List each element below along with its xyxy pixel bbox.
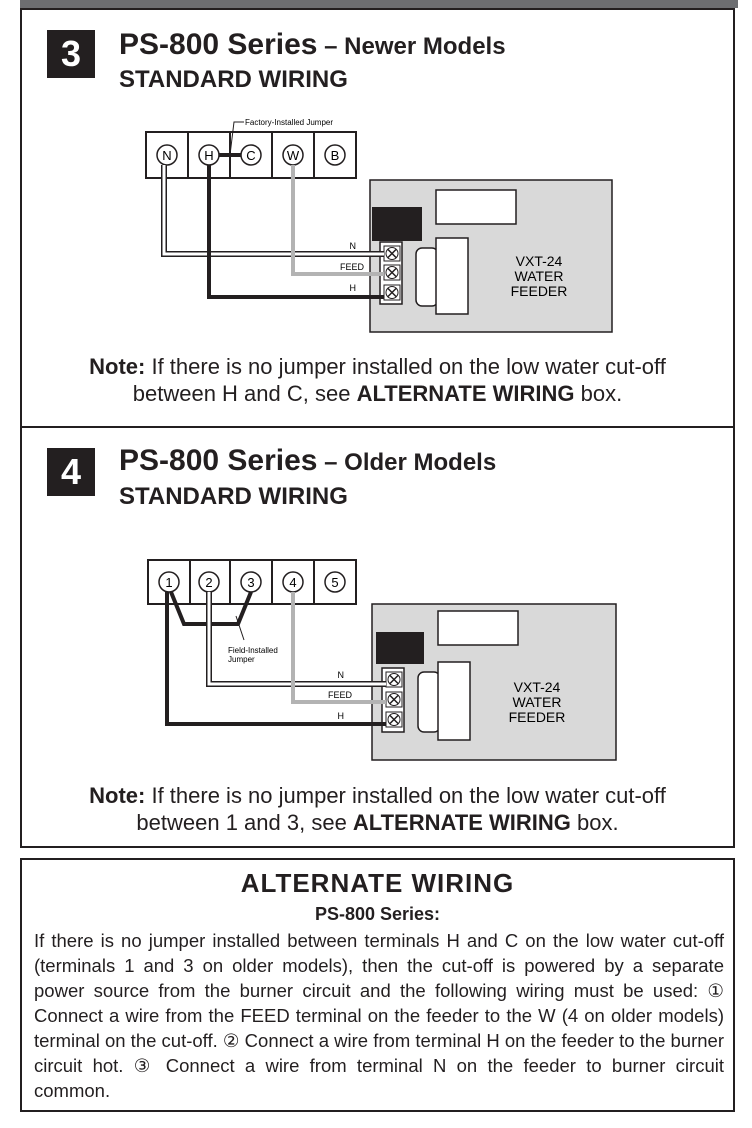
title-dash: – [317, 449, 345, 476]
transformer-core [437, 661, 471, 741]
feeder-label-plate [435, 189, 517, 225]
jumper-label-line2: Jumper [228, 655, 255, 664]
series-name: PS-800 Series [119, 28, 318, 61]
feeder-screw-FEED [383, 264, 401, 281]
model-name: Older Models [344, 449, 497, 476]
feeder-block [372, 207, 422, 241]
wire-N [206, 592, 386, 687]
note-label: Note: [89, 354, 146, 379]
section-title: PS-800 Series – Newer Models [119, 28, 506, 62]
wire-label-H: H [338, 711, 345, 721]
feeder-name-line1: VXT-24 [514, 679, 561, 695]
terminal-B: B [324, 144, 346, 166]
wire-label-H: H [350, 283, 357, 293]
note-line1: If there is no jumper installed on the l… [145, 783, 666, 808]
alternate-subtitle: PS-800 Series: [314, 904, 441, 924]
feeder-screw-FEED [385, 691, 403, 708]
wire-label-N: N [350, 241, 357, 251]
jumper-label: Factory-Installed Jumper [245, 118, 333, 127]
svg-text:4: 4 [289, 575, 296, 590]
title-dash: – [317, 33, 345, 60]
note-link: ALTERNATE WIRING [352, 810, 571, 835]
feeder-screw-H [385, 711, 403, 728]
feeder-name-line2: WATER [513, 694, 562, 710]
terminal-H: H [198, 144, 220, 166]
wire-label-N: N [338, 670, 345, 680]
feeder-label-plate [437, 610, 519, 646]
series-name: PS-800 Series [119, 444, 318, 477]
wiring-diagram-newer: N H C W B Factory-Installed Jumper VXT-2… [145, 118, 613, 333]
feeder-screw-H [383, 284, 401, 301]
section-4-box: 4 PS-800 Series – Older Models STANDARD … [20, 426, 735, 848]
terminal-3: 3 [240, 571, 262, 593]
feeder-name-line3: FEEDER [511, 283, 568, 299]
note-line1: If there is no jumper installed on the l… [145, 354, 666, 379]
svg-text:2: 2 [205, 575, 212, 590]
wire-label-FEED: FEED [340, 262, 365, 272]
feeder-screw-N [385, 671, 403, 688]
wire-1 [165, 592, 386, 726]
feeder-block [376, 632, 424, 664]
terminal-1: 1 [158, 571, 180, 593]
wire-feed [291, 165, 384, 276]
note-line2: between H and C, see [132, 381, 357, 406]
svg-text:C: C [246, 148, 255, 163]
section-3-box: 3 PS-800 Series – Newer Models STANDARD … [20, 8, 735, 428]
transformer-core [435, 237, 469, 315]
terminal-C: C [240, 144, 262, 166]
transformer-coil [415, 247, 439, 307]
alternate-title: ALTERNATE WIRING [240, 868, 515, 898]
transformer-coil [417, 671, 441, 733]
terminal-5: 5 [324, 571, 346, 593]
section-title: PS-800 Series – Older Models [119, 444, 496, 478]
svg-text:1: 1 [165, 575, 172, 590]
section-subtitle: STANDARD WIRING [119, 483, 348, 510]
svg-text:B: B [331, 148, 340, 163]
note-section-3: Note: If there is no jumper installed on… [22, 353, 733, 407]
wire-H [207, 165, 384, 299]
wire-label-FEED: FEED [328, 690, 353, 700]
alternate-body: If there is no jumper installed between … [34, 930, 724, 1101]
feeder-name-line3: FEEDER [509, 709, 566, 725]
note-label: Note: [89, 783, 146, 808]
svg-text:N: N [162, 148, 171, 163]
alternate-wiring-box: ALTERNATE WIRING PS-800 Series: If there… [20, 858, 735, 1112]
top-rule [20, 0, 738, 8]
svg-text:W: W [287, 148, 300, 163]
feeder-screw-N [383, 245, 401, 262]
terminal-N: N [156, 144, 178, 166]
svg-text:H: H [204, 148, 213, 163]
wire-feed [291, 592, 386, 704]
model-name: Newer Models [344, 33, 506, 60]
terminal-W: W [282, 144, 304, 166]
wiring-diagram-older: 1 2 3 4 5 Field-Installed Jumper VXT-24 … [147, 559, 617, 761]
jumper-label-line1: Field-Installed [228, 646, 278, 655]
note-line2-end: box. [570, 810, 619, 835]
terminal-2: 2 [198, 571, 220, 593]
step-number: 4 [47, 448, 95, 496]
note-line2: between 1 and 3, see [136, 810, 353, 835]
note-section-4: Note: If there is no jumper installed on… [22, 782, 733, 836]
feeder-name-line1: VXT-24 [516, 253, 563, 269]
wire-N [161, 165, 384, 257]
section-subtitle: STANDARD WIRING [119, 66, 348, 93]
note-link: ALTERNATE WIRING [356, 381, 575, 406]
step-number: 3 [47, 30, 95, 78]
svg-text:5: 5 [331, 575, 338, 590]
svg-text:3: 3 [247, 575, 254, 590]
feeder-name-line2: WATER [515, 268, 564, 284]
note-line2-end: box. [574, 381, 623, 406]
terminal-4: 4 [282, 571, 304, 593]
